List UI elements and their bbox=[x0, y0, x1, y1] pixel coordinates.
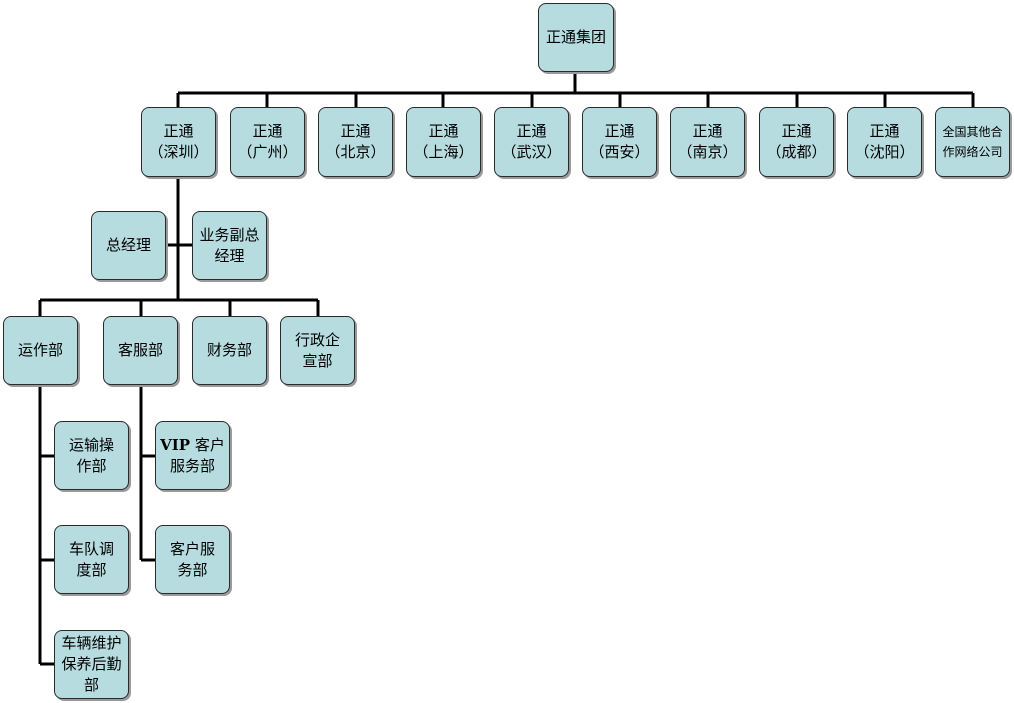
node-label: 行政企 bbox=[294, 330, 340, 349]
node-vip-customer-service: VIP 客户服务部 bbox=[155, 421, 230, 490]
node-label: 正通 bbox=[781, 122, 812, 140]
node-label: 正通 bbox=[692, 122, 723, 140]
node-deputy-general-manager: 业务副总经理 bbox=[192, 211, 267, 280]
node-transport-ops: 运输操作部 bbox=[54, 421, 129, 490]
node-label: （成都） bbox=[766, 143, 827, 161]
node-label: （北京） bbox=[325, 143, 386, 161]
node-label: 正通 bbox=[869, 122, 900, 140]
node-label: 运作部 bbox=[17, 341, 63, 359]
node-branch-guangzhou: 正通 （广州） bbox=[230, 107, 305, 177]
node-customer-service-dept: 客服部 bbox=[103, 316, 178, 385]
node-label: 经理 bbox=[214, 246, 245, 265]
node-label: 务部 bbox=[177, 560, 208, 579]
node-label: 车辆维护 bbox=[61, 634, 122, 652]
node-branch-shenzhen: 正通 （深圳） bbox=[141, 107, 216, 177]
node-label: 服务部 bbox=[169, 456, 215, 475]
node-label: 正通 bbox=[428, 122, 459, 140]
vip-label: VIP bbox=[160, 435, 191, 454]
node-fleet-dispatch: 车队调度部 bbox=[54, 525, 129, 594]
node-label: （上海） bbox=[413, 143, 474, 161]
node-label: 正通集团 bbox=[545, 28, 606, 46]
node-label: 全国其他合 bbox=[942, 125, 1003, 139]
node-label: 作网络公司 bbox=[942, 145, 1003, 159]
node-finance-dept: 财务部 bbox=[192, 316, 267, 385]
node-label: 正通 bbox=[340, 122, 371, 140]
node-label: 部 bbox=[83, 676, 99, 694]
node-operations-dept: 运作部 bbox=[3, 316, 78, 385]
node-label: （武汉） bbox=[501, 143, 562, 161]
node-label: （南京） bbox=[677, 143, 738, 161]
node-branch-partners: 全国其他合作网络公司 bbox=[935, 107, 1010, 177]
node-label: VIP 客户 bbox=[160, 435, 225, 456]
node-label: 正通 bbox=[252, 122, 283, 140]
node-branch-wuhan: 正通 （武汉） bbox=[494, 107, 569, 177]
node-branch-nanjing: 正通 （南京） bbox=[670, 107, 745, 177]
node-branch-xian: 正通 （西安） bbox=[582, 107, 657, 177]
node-branch-beijing: 正通 （北京） bbox=[318, 107, 393, 177]
node-general-manager: 总经理 bbox=[91, 211, 166, 280]
node-label: 保养后勤 bbox=[61, 655, 122, 673]
node-label: 正通 bbox=[604, 122, 635, 140]
node-label: 度部 bbox=[76, 560, 107, 579]
node-label: 正通 bbox=[163, 122, 194, 140]
node-vehicle-maintenance: 车辆维护保养后勤部 bbox=[54, 630, 129, 699]
node-admin-dept: 行政企宣部 bbox=[280, 316, 355, 385]
node-branch-chengdu: 正通 （成都） bbox=[759, 107, 834, 177]
node-label: 业务副总 bbox=[199, 225, 260, 244]
node-label: 运输操 bbox=[68, 435, 114, 454]
node-label: （沈阳） bbox=[854, 143, 915, 161]
node-label: 作部 bbox=[76, 456, 107, 475]
node-label: 正通 bbox=[516, 122, 547, 140]
node-label-rest: 客户 bbox=[190, 435, 225, 454]
node-group: 正通集团 bbox=[538, 3, 614, 72]
node-label: （广州） bbox=[237, 143, 298, 161]
node-label: 客户服 bbox=[169, 539, 215, 558]
node-branch-shanghai: 正通 （上海） bbox=[406, 107, 481, 177]
node-label: 车队调 bbox=[68, 539, 114, 558]
node-label: （深圳） bbox=[148, 143, 209, 161]
node-label: 客服部 bbox=[117, 341, 163, 359]
node-label: 总经理 bbox=[105, 236, 151, 254]
node-label: 财务部 bbox=[206, 341, 252, 359]
node-branch-shenyang: 正通 （沈阳） bbox=[847, 107, 922, 177]
node-customer-service: 客户服务部 bbox=[155, 525, 230, 594]
node-label: （西安） bbox=[589, 143, 650, 161]
node-label: 宣部 bbox=[302, 351, 333, 370]
